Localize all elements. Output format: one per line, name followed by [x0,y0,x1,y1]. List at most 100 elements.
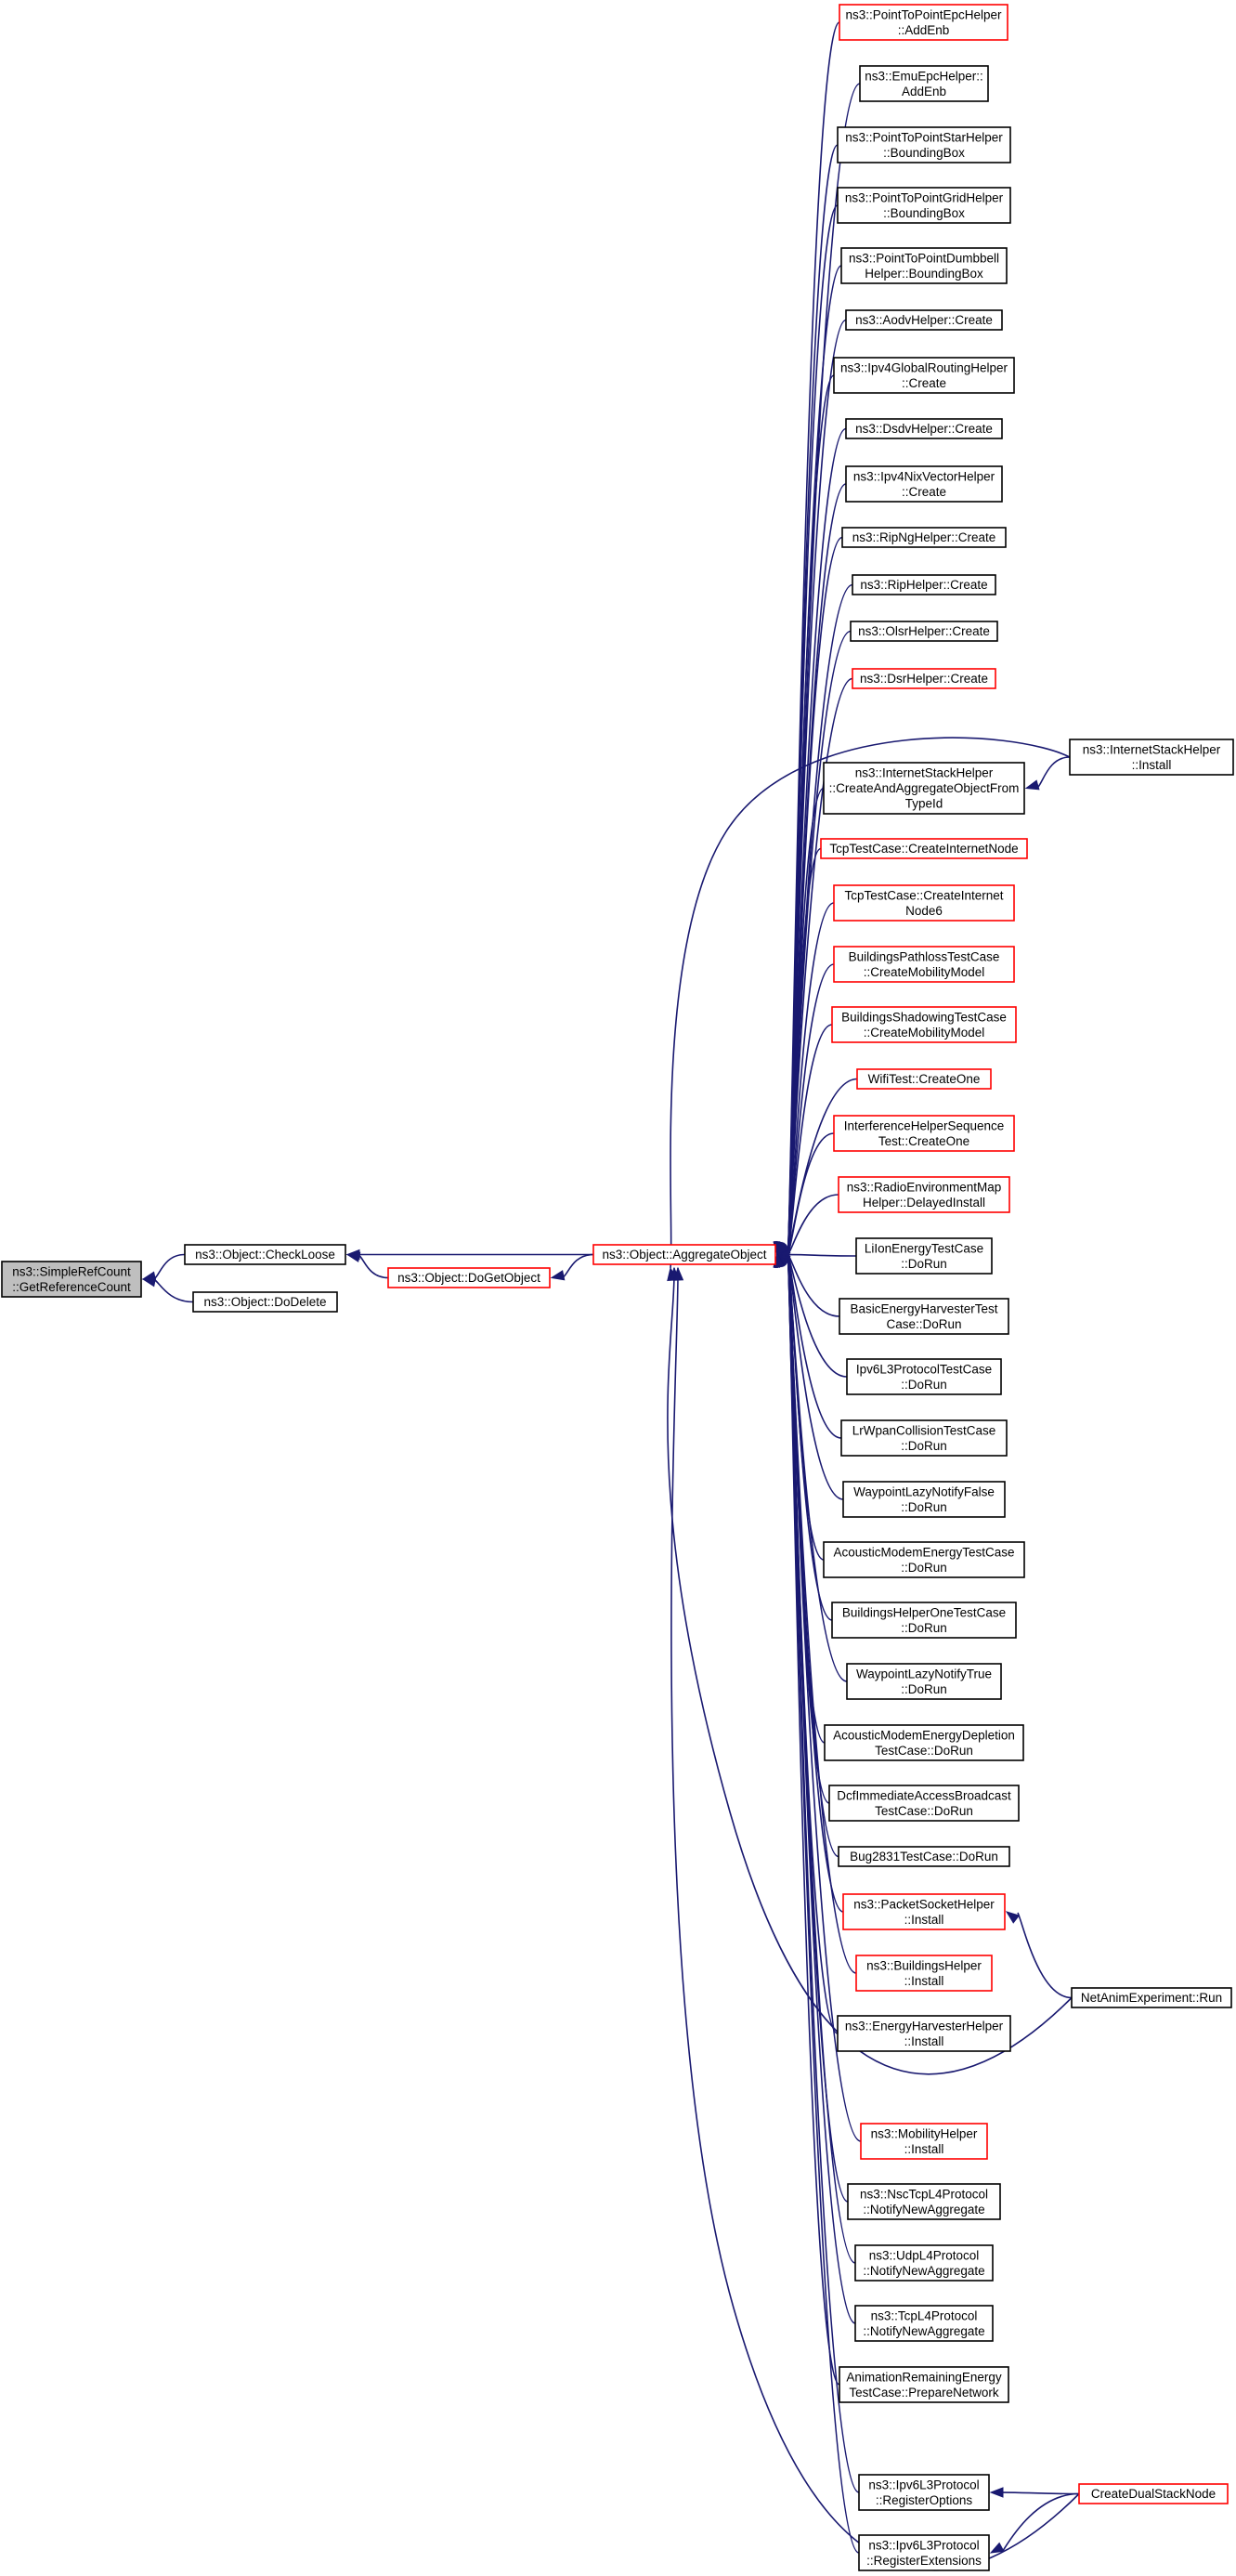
node-n10[interactable]: ns3::RipNgHelper::Create [841,527,1007,548]
node-n38[interactable]: ns3::UdpL4Protocol::NotifyNewAggregate [854,2244,994,2282]
node-label-line: ::DoRun [901,1561,947,1575]
node-n24[interactable]: Ipv6L3ProtocolTestCase::DoRun [846,1358,1002,1395]
node-n28[interactable]: BuildingsHelperOneTestCase::DoRun [831,1602,1017,1639]
node-box [823,762,1025,815]
node-n41[interactable]: ns3::Ipv6L3Protocol::RegisterOptions [858,2474,990,2511]
node-label-line: AddEnb [902,85,946,98]
node-box [855,1955,993,1992]
node-label-line: ::CreateAndAggregateObjectFrom [829,781,1020,795]
node-checkloose[interactable]: ns3::Object::CheckLoose [184,1244,346,1265]
node-n34[interactable]: ns3::BuildingsHelper::Install [855,1955,993,1992]
node-label-line: BuildingsPathlossTestCase [849,949,1000,963]
node-box [842,1481,1006,1518]
node-label-line: TcpTestCase::CreateInternetNode [829,842,1018,856]
node-n33[interactable]: ns3::PacketSocketHelper::Install [842,1893,1006,1930]
node-label-line: ::DoRun [901,1682,947,1696]
node-label-line: ns3::DsdvHelper::Create [855,422,993,436]
node-n29[interactable]: WaypointLazyNotifyTrue::DoRun [846,1663,1002,1700]
node-dodelete[interactable]: ns3::Object::DoDelete [192,1291,338,1313]
node-label-line: ns3::Object::CheckLoose [195,1248,335,1262]
node-label-line: TcpTestCase::CreateInternet [844,888,1003,902]
node-box [845,309,1003,331]
node-n35[interactable]: ns3::EnergyHarvesterHelper::Install [837,2015,1011,2052]
node-n4[interactable]: ns3::PointToPointGridHelper::BoundingBox [837,187,1011,224]
node-n18[interactable]: BuildingsShadowingTestCase::CreateMobili… [831,1006,1017,1043]
node-n39[interactable]: ns3::TcpL4Protocol::NotifyNewAggregate [854,2305,994,2342]
node-n9[interactable]: ns3::Ipv4NixVectorHelper::Create [845,465,1003,503]
node-label-line: ::Install [904,1913,944,1927]
node-n15[interactable]: TcpTestCase::CreateInternetNode [820,838,1028,859]
node-n21[interactable]: ns3::RadioEnvironmentMapHelper::DelayedI… [838,1176,1010,1213]
node-n27[interactable]: AcousticModemEnergyTestCase::DoRun [823,1541,1025,1578]
node-n19[interactable]: WifiTest::CreateOne [856,1068,992,1090]
node-label-line: ns3::Ipv6L3Protocol [868,2538,979,2552]
node-n31[interactable]: DcfImmediateAccessBroadcastTestCase::DoR… [828,1785,1020,1822]
edge-n17-to-aggregate [776,963,835,1256]
node-box [840,1419,1008,1457]
node-label-line: NetAnimExperiment::Run [1081,1991,1222,2005]
node-label-line: ns3::UdpL4Protocol [869,2248,980,2262]
node-ish_install[interactable]: ns3::InternetStackHelper::Install [1069,739,1234,776]
node-label-line: CreateDualStackNode [1091,2487,1216,2501]
node-aggregate[interactable]: ns3::Object::AggregateObject [592,1244,776,1265]
node-label-line: ::Install [904,1974,944,1988]
node-n2[interactable]: ns3::EmuEpcHelper::AddEnb [859,65,989,102]
node-label-line: ns3::InternetStackHelper [1083,742,1221,756]
node-n13[interactable]: ns3::DsrHelper::Create [852,668,996,689]
node-box [854,2244,994,2282]
node-n12[interactable]: ns3::OlsrHelper::Create [850,621,998,642]
edge-netanim-to-n33 [1005,1911,1073,1999]
node-n7[interactable]: ns3::Ipv4GlobalRoutingHelper::Create [833,357,1015,394]
node-label-line: ns3::Object::AggregateObject [602,1248,766,1262]
node-label-line: ns3::OlsrHelper::Create [858,624,990,638]
node-n3[interactable]: ns3::PointToPointStarHelper::BoundingBox [837,126,1011,163]
node-box [840,247,1008,284]
node-label-line: ns3::Object::DoGetObject [397,1271,540,1285]
node-n1[interactable]: ns3::PointToPointEpcHelper::AddEnb [839,4,1008,41]
node-box [831,1602,1017,1639]
node-n22[interactable]: LiIonEnergyTestCase::DoRun [855,1237,993,1275]
node-box [833,946,1015,983]
node-box [1078,2483,1229,2504]
node-box [824,1724,1024,1761]
node-n5[interactable]: ns3::PointToPointDumbbellHelper::Boundin… [840,247,1008,284]
node-label-line: AcousticModemEnergyDepletion [833,1728,1015,1742]
edge-dualstack-to-n41 [989,2487,1080,2498]
node-label-line: ns3::TcpL4Protocol [871,2308,978,2322]
node-n32[interactable]: Bug2831TestCase::DoRun [838,1846,1010,1867]
node-label-line: ns3::EnergyHarvesterHelper [845,2019,1004,2033]
node-n14[interactable]: ns3::InternetStackHelper::CreateAndAggre… [823,762,1025,815]
node-n8[interactable]: ns3::DsdvHelper::Create [845,418,1003,439]
node-n37[interactable]: ns3::NscTcpL4Protocol::NotifyNewAggregat… [847,2183,1001,2220]
edge-n7-to-aggregate [774,374,835,1256]
node-box [833,1115,1015,1152]
node-netanim[interactable]: NetAnimExperiment::Run [1071,1987,1232,2008]
node-label-line: ::DoRun [901,1621,947,1635]
node-n25[interactable]: LrWpanCollisionTestCase::DoRun [840,1419,1008,1457]
node-label-line: ns3::RipHelper::Create [860,578,987,592]
node-n17[interactable]: BuildingsPathlossTestCase::CreateMobilit… [833,946,1015,983]
node-n6[interactable]: ns3::AodvHelper::Create [845,309,1003,331]
node-label-line: TestCase::DoRun [875,1744,973,1758]
node-label-line: WaypointLazyNotifyFalse [853,1484,995,1498]
node-box [837,126,1011,163]
node-label-line: TestCase::PrepareNetwork [849,2386,999,2399]
node-n36[interactable]: ns3::MobilityHelper::Install [860,2123,988,2160]
node-n40[interactable]: AnimationRemainingEnergyTestCase::Prepar… [839,2366,1009,2403]
node-n11[interactable]: ns3::RipHelper::Create [852,574,996,595]
node-n20[interactable]: InterferenceHelperSequenceTest::CreateOn… [833,1115,1015,1152]
node-n30[interactable]: AcousticModemEnergyDepletionTestCase::Do… [824,1724,1024,1761]
node-label-line: ::DoRun [901,1378,947,1392]
node-label-line: ns3::NscTcpL4Protocol [860,2187,988,2201]
node-dualstack[interactable]: CreateDualStackNode [1078,2483,1229,2504]
node-label-line: Node6 [905,904,943,918]
node-n42[interactable]: ns3::Ipv6L3Protocol::RegisterExtensions [858,2534,990,2571]
node-n26[interactable]: WaypointLazyNotifyFalse::DoRun [842,1481,1006,1518]
node-box [859,65,989,102]
node-label-line: BuildingsHelperOneTestCase [842,1605,1006,1619]
node-dogetobject[interactable]: ns3::Object::DoGetObject [387,1267,551,1288]
edge-dodelete-to-root [141,1276,194,1303]
node-root: ns3::SimpleRefCount::GetReferenceCount [1,1261,142,1298]
